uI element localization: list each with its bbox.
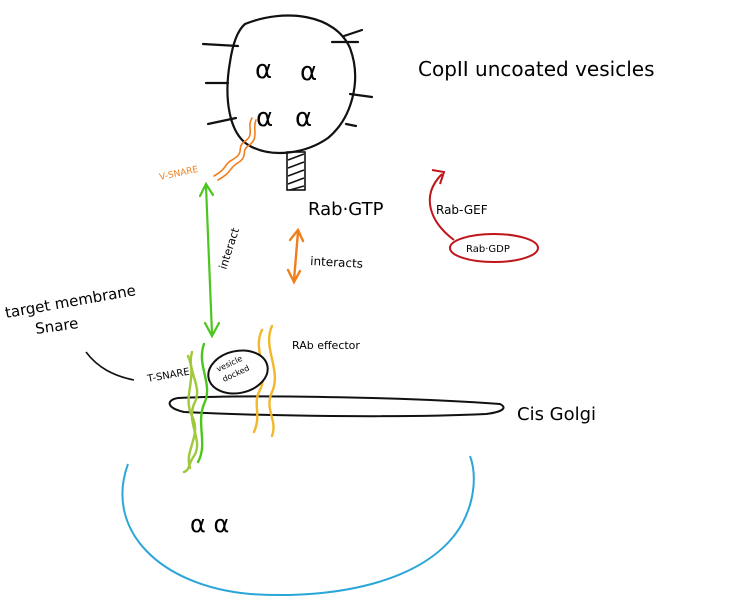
vesicle-docked: vesicle docked: [207, 349, 269, 395]
v-snare-label: V-SNARE: [159, 165, 200, 183]
coat-spike: [206, 116, 238, 126]
target-snare-label: Snare: [34, 314, 79, 338]
t-snare-label: T-SNARE: [146, 367, 191, 385]
coat-spike: [342, 28, 364, 38]
alpha-symbol: α: [295, 103, 312, 133]
cis-golgi-membrane: [168, 395, 505, 418]
rab-effector-label: RAb effector: [292, 339, 360, 352]
alpha-symbol: α: [300, 57, 317, 87]
pointer-line: [85, 351, 135, 381]
golgi-lumen-curve: [121, 455, 475, 597]
cycle-arrowhead: [431, 169, 446, 185]
alpha-symbol: α: [256, 103, 273, 133]
interact-arrow: [198, 181, 221, 339]
rab-effector-strands: [252, 324, 277, 438]
interacts-label: interacts: [310, 254, 364, 271]
rab-gdp-label: Rab·GDP: [466, 244, 510, 255]
interact-label: interact: [216, 226, 242, 271]
cycle-arrow: [428, 173, 455, 241]
interacts-arrow: [286, 227, 305, 285]
v-snare: [213, 117, 257, 181]
hatched-stem: [286, 151, 306, 191]
rab-cycle: Rab·GDP Rab-GEF: [428, 169, 539, 263]
copii-vesicle: [201, 14, 374, 155]
page-title: CopII uncoated vesicles: [418, 57, 654, 81]
coat-spike: [344, 122, 358, 128]
t-snare-strands: [182, 342, 209, 474]
coat-spike: [348, 92, 374, 99]
alpha-symbol: α: [255, 55, 272, 85]
rab-gdp-ellipse: [449, 233, 539, 263]
vesicle-alphas: α α α α: [255, 55, 317, 133]
rab-gef-label: Rab-GEF: [436, 203, 488, 217]
lumen-alphas: α α: [190, 510, 229, 538]
coat-spike: [201, 42, 240, 48]
vesicle-outline: [226, 14, 357, 155]
cis-golgi-label: Cis Golgi: [517, 404, 596, 425]
rab-gtp-label: Rab·GTP: [308, 199, 384, 220]
